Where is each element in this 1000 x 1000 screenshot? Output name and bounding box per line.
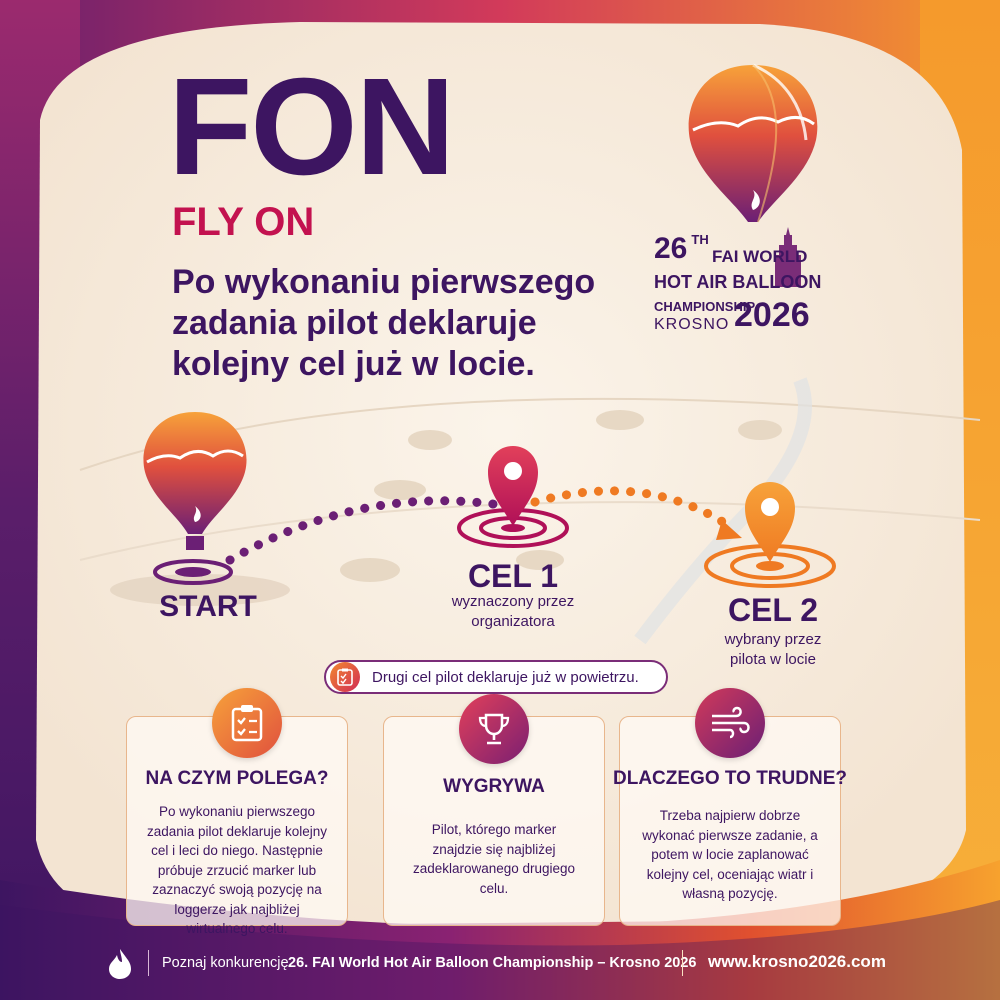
trophy-icon	[459, 694, 529, 764]
cel1-description: wyznaczony przez organizatora	[420, 592, 606, 631]
flight-diagram	[143, 412, 836, 588]
card-title-how-it-works: NA CZYM POLEGA?	[145, 768, 329, 789]
logo-line-3: CHAMPIONSHIP	[654, 299, 756, 314]
footer: Poznaj konkurencję 26. FAI World Hot Air…	[0, 940, 1000, 1000]
cel1-desc-line-1: wyznaczony przez	[451, 593, 575, 610]
logo-line-1: FAI WORLD	[712, 247, 808, 266]
cel2-desc-line-1: wybrany przez	[724, 631, 822, 648]
note-text: Drugi cel pilot deklaruje już w powietrz…	[372, 668, 639, 686]
card-body-how-it-works: Po wykonaniu pierwszego zadania pilot de…	[146, 804, 328, 937]
cel1-pin-icon	[488, 446, 538, 526]
cel1-desc-line-2: organizatora	[471, 612, 555, 630]
card-title-winner: WYGRYWA	[443, 776, 545, 797]
cel2-pin-icon	[745, 482, 795, 562]
card-body-difficulty: Trzeba najpierw dobrze wykonać pierwsze …	[642, 808, 818, 902]
page-subtitle: FLY ON	[172, 200, 315, 244]
castle-icon	[775, 227, 801, 287]
note-pill: Drugi cel pilot deklaruje już w powietrz…	[324, 660, 668, 694]
footer-event: 26. FAI World Hot Air Balloon Championsh…	[288, 955, 697, 971]
logo-city: KROSNO	[654, 316, 730, 333]
cel2-description: wybrany przez pilota w locie	[680, 630, 866, 669]
card-body-winner: Pilot, którego marker znajdzie się najbl…	[412, 822, 576, 896]
start-label: START	[159, 590, 257, 623]
cel2-label: CEL 2	[727, 592, 819, 628]
footer-divider-1	[148, 950, 149, 976]
clipboard-icon	[330, 662, 360, 692]
cel1-label: CEL 1	[467, 558, 559, 594]
logo-balloon-icon	[688, 63, 818, 223]
logo-number-sup: TH	[691, 232, 709, 247]
footer-intro: Poznaj konkurencję	[162, 955, 289, 971]
logo-line-2: HOT AIR BALLOON	[654, 272, 822, 292]
card-title-difficulty: DLACZEGO TO TRUDNE?	[613, 768, 847, 789]
page-title: FON	[168, 50, 455, 204]
cel2-desc-line-2: pilota w locie	[730, 650, 816, 668]
flame-icon	[109, 949, 131, 979]
start-balloon-icon	[143, 412, 247, 550]
clipboard-checklist-icon	[212, 688, 282, 758]
logo-number: 26	[654, 232, 688, 265]
logo-year: 2026	[734, 296, 810, 334]
footer-url[interactable]: www.krosno2026.com	[708, 952, 886, 971]
footer-divider-2	[682, 950, 683, 976]
lead-text: Po wykonaniu pierwszego zadania pilot de…	[172, 263, 596, 383]
wind-icon	[695, 688, 765, 758]
